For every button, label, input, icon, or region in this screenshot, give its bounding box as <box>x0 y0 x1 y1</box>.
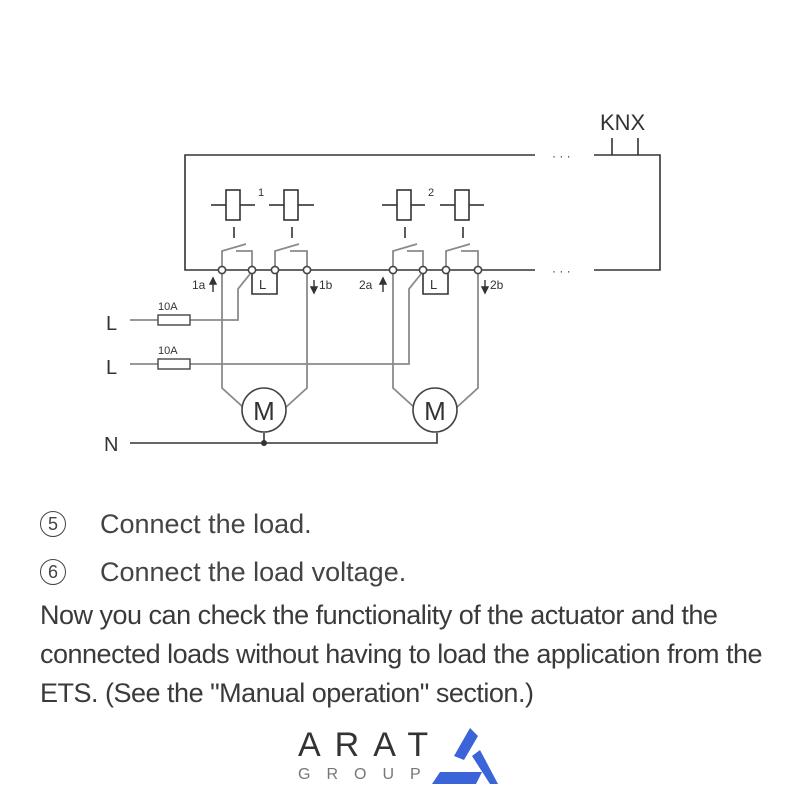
step-text: Connect the load. <box>100 508 312 539</box>
motor-icon <box>241 387 287 433</box>
arrow-down-icon <box>480 280 490 295</box>
relay-coil-icon <box>225 189 241 221</box>
load-wiring <box>130 270 479 409</box>
terminal-l1b <box>270 265 280 275</box>
terminal-1a <box>217 265 227 275</box>
terminal-labels: 1a 1b 2a 2b <box>192 276 504 295</box>
terminal-l2 <box>418 265 428 275</box>
arrow-up-icon <box>208 276 218 292</box>
brand-logo: ARAT GROUP <box>298 728 442 784</box>
instruction-steps: 5 Connect the load. 6 Connect the load v… <box>40 500 406 596</box>
bus-ellipsis-top: · · · <box>552 149 571 163</box>
logo-wordmark: ARAT <box>298 726 443 764</box>
terminal-2b <box>473 265 483 275</box>
terminal-label-1a: 1a <box>192 278 206 292</box>
knx-label: KNX <box>600 110 646 135</box>
terminal-label-2a: 2a <box>359 278 373 292</box>
motor-icon <box>412 387 458 433</box>
line-label-l2: L <box>106 357 117 379</box>
knx-bus-terminal: KNX <box>600 110 646 155</box>
logo-triangle-icon <box>432 728 498 784</box>
terminal-label-1b: 1b <box>319 278 333 292</box>
relay-contact-icon <box>274 243 300 270</box>
relay-contact-icon <box>221 243 247 270</box>
motor-2: M <box>412 387 458 433</box>
step-item: 5 Connect the load. <box>40 500 406 548</box>
info-paragraph: Now you can check the functionality of t… <box>40 600 763 708</box>
actuator-housing: · · · · · · <box>184 149 661 278</box>
wiring-diagram: · · · · · · KNX 1 L 2 <box>104 110 661 456</box>
channel-2-label: 2 <box>428 187 434 199</box>
relay-channel-1: 1 L <box>211 187 314 295</box>
terminal-1b <box>302 265 312 275</box>
motor-symbol: M <box>424 396 446 426</box>
motor-symbol: M <box>253 396 275 426</box>
step-item: 6 Connect the load voltage. <box>40 548 406 596</box>
relay-coil-icon <box>283 189 299 221</box>
terminal-l2b <box>441 265 451 275</box>
arrow-up-icon <box>378 276 388 292</box>
motor-1: M <box>241 387 287 433</box>
arrow-down-icon <box>309 280 319 295</box>
relay-coil-icon <box>396 189 412 221</box>
relay-contact-icon <box>445 243 471 270</box>
terminal-2a <box>388 265 398 275</box>
relay-contact-icon <box>392 243 418 270</box>
relay-coil-icon <box>454 189 470 221</box>
bus-ellipsis-bottom: · · · <box>552 264 571 278</box>
step-number: 5 <box>40 511 66 537</box>
terminal-label-2b: 2b <box>490 278 504 292</box>
step-text: Connect the load voltage. <box>100 556 407 587</box>
line-label-n: N <box>104 434 118 456</box>
supply-lines: L 10A L 10A N <box>104 301 438 456</box>
fuse-icon <box>157 314 191 326</box>
relay-tap-label: L <box>259 277 266 292</box>
junction-dot <box>261 440 267 446</box>
step-number: 6 <box>40 559 66 585</box>
fuse-rating-1: 10A <box>158 301 178 313</box>
fuse-rating-2: 10A <box>158 345 178 357</box>
terminals <box>217 265 483 275</box>
relay-tap-label: L <box>430 277 437 292</box>
fuse-icon <box>157 358 191 370</box>
terminal-l1 <box>247 265 257 275</box>
logo-subtitle: GROUP <box>298 766 437 783</box>
relay-channel-2: 2 L <box>382 187 484 295</box>
line-label-l1: L <box>106 313 117 335</box>
channel-1-label: 1 <box>258 187 264 199</box>
